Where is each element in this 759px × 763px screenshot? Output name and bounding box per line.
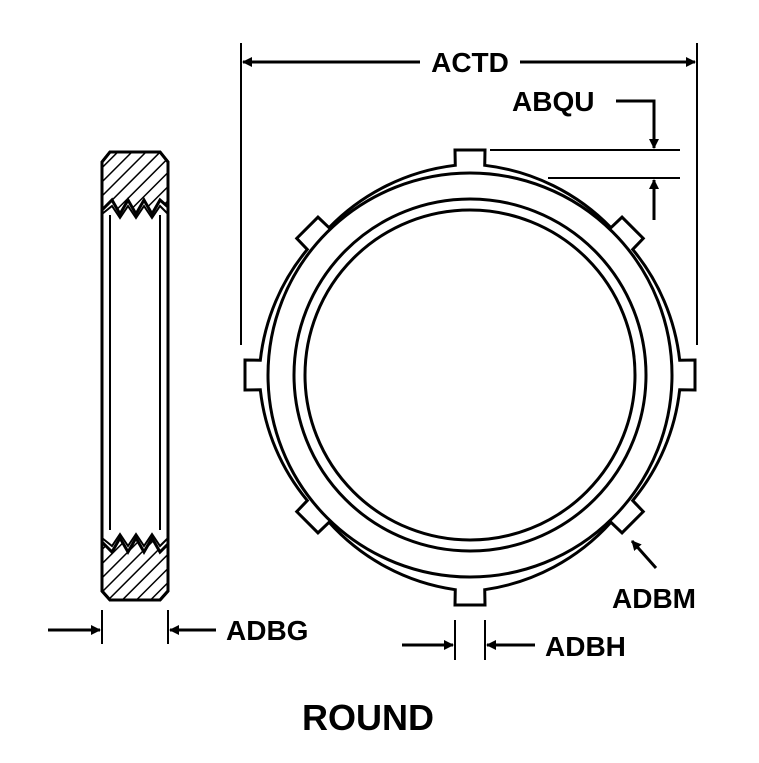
bottom-thread-teeth [101,532,169,548]
actd-label: ACTD [431,47,509,78]
shape-caption: ROUND [302,697,434,738]
top-hatched-section [100,150,170,218]
top-thread-teeth [101,204,169,220]
side-view-outline [100,150,170,602]
front-view [243,148,697,607]
actd-dimension: ACTD [240,43,698,345]
outer-ring-with-slots [243,148,697,607]
bottom-hatched-section [100,534,170,602]
adbh-label: ADBH [545,631,626,662]
adbm-label: ADBM [612,583,696,614]
adbh-dimension: ADBH [402,620,626,662]
abqu-arrow-top [616,99,659,149]
adbg-dimension: ADBG [48,610,308,646]
ring-circle [292,197,648,553]
ring-circle [266,171,674,579]
adbm-leader: ADBM [612,540,696,614]
side-view [100,150,170,602]
adbm-arrow [630,540,658,569]
abqu-label: ABQU [512,86,594,117]
ring-circle [303,208,637,542]
abqu-dimension: ABQU [490,86,680,220]
adbg-label: ADBG [226,615,308,646]
